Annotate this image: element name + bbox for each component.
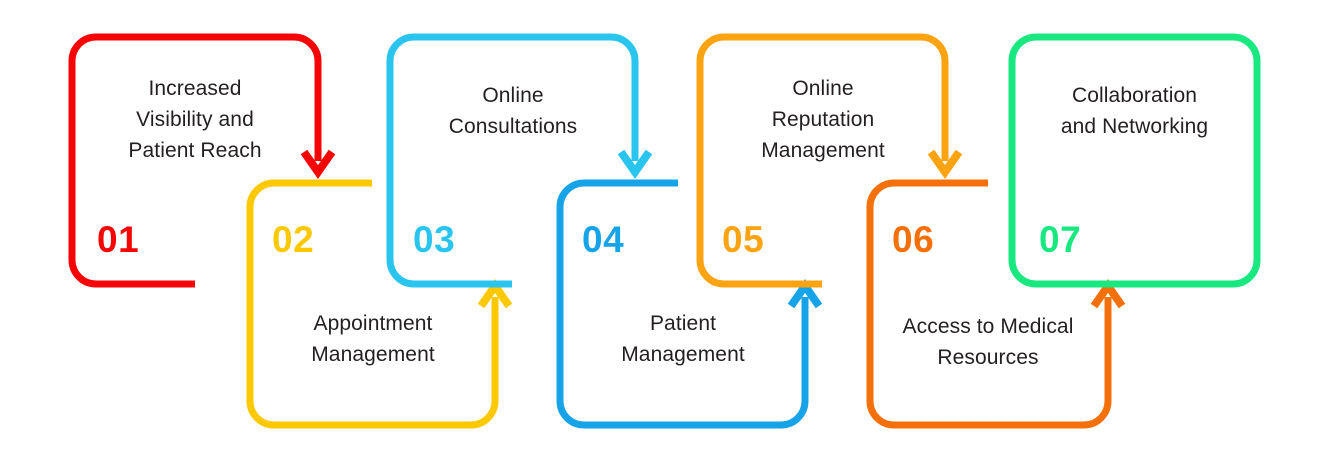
- step-03-number: 03: [413, 219, 456, 260]
- step-05-label: Online Reputation Management: [761, 77, 885, 162]
- step-07-graphics: [1008, 33, 1261, 288]
- step-05-graphics: [696, 33, 963, 288]
- step-02-number: 02: [272, 219, 315, 260]
- step-05-number: 05: [722, 219, 765, 260]
- step-02-label: Appointment Management: [311, 312, 435, 366]
- step-07-box-outline: [1008, 33, 1261, 288]
- step-06-label: Access to Medical Resources: [902, 315, 1074, 369]
- step-01-label: Increased Visibility and Patient Reach: [128, 77, 262, 162]
- step-03-label: Online Consultations: [448, 84, 578, 138]
- step-03-arrowhead-down-icon: [617, 149, 653, 179]
- step-05-arrowhead-down-icon: [927, 149, 963, 179]
- step-07-number: 07: [1039, 219, 1082, 260]
- step-03-graphics: [386, 33, 653, 288]
- step-03-box-outline: [386, 33, 639, 288]
- step-04-box-outline: [556, 179, 809, 429]
- step-05-box-outline: [696, 33, 949, 288]
- step-01-arrowhead-down-icon: [300, 149, 336, 179]
- step-01-number: 01: [97, 219, 140, 260]
- step-04-label: Patient Management: [621, 312, 745, 366]
- step-06-number: 06: [892, 219, 935, 260]
- step-01-graphics: [68, 33, 336, 288]
- step-01-box-outline: [68, 33, 322, 288]
- step-07-label: Collaboration and Networking: [1060, 84, 1209, 138]
- step-02-box-outline: [246, 179, 499, 429]
- step-04-number: 04: [582, 219, 625, 260]
- step-06-box-outline: [866, 179, 1112, 429]
